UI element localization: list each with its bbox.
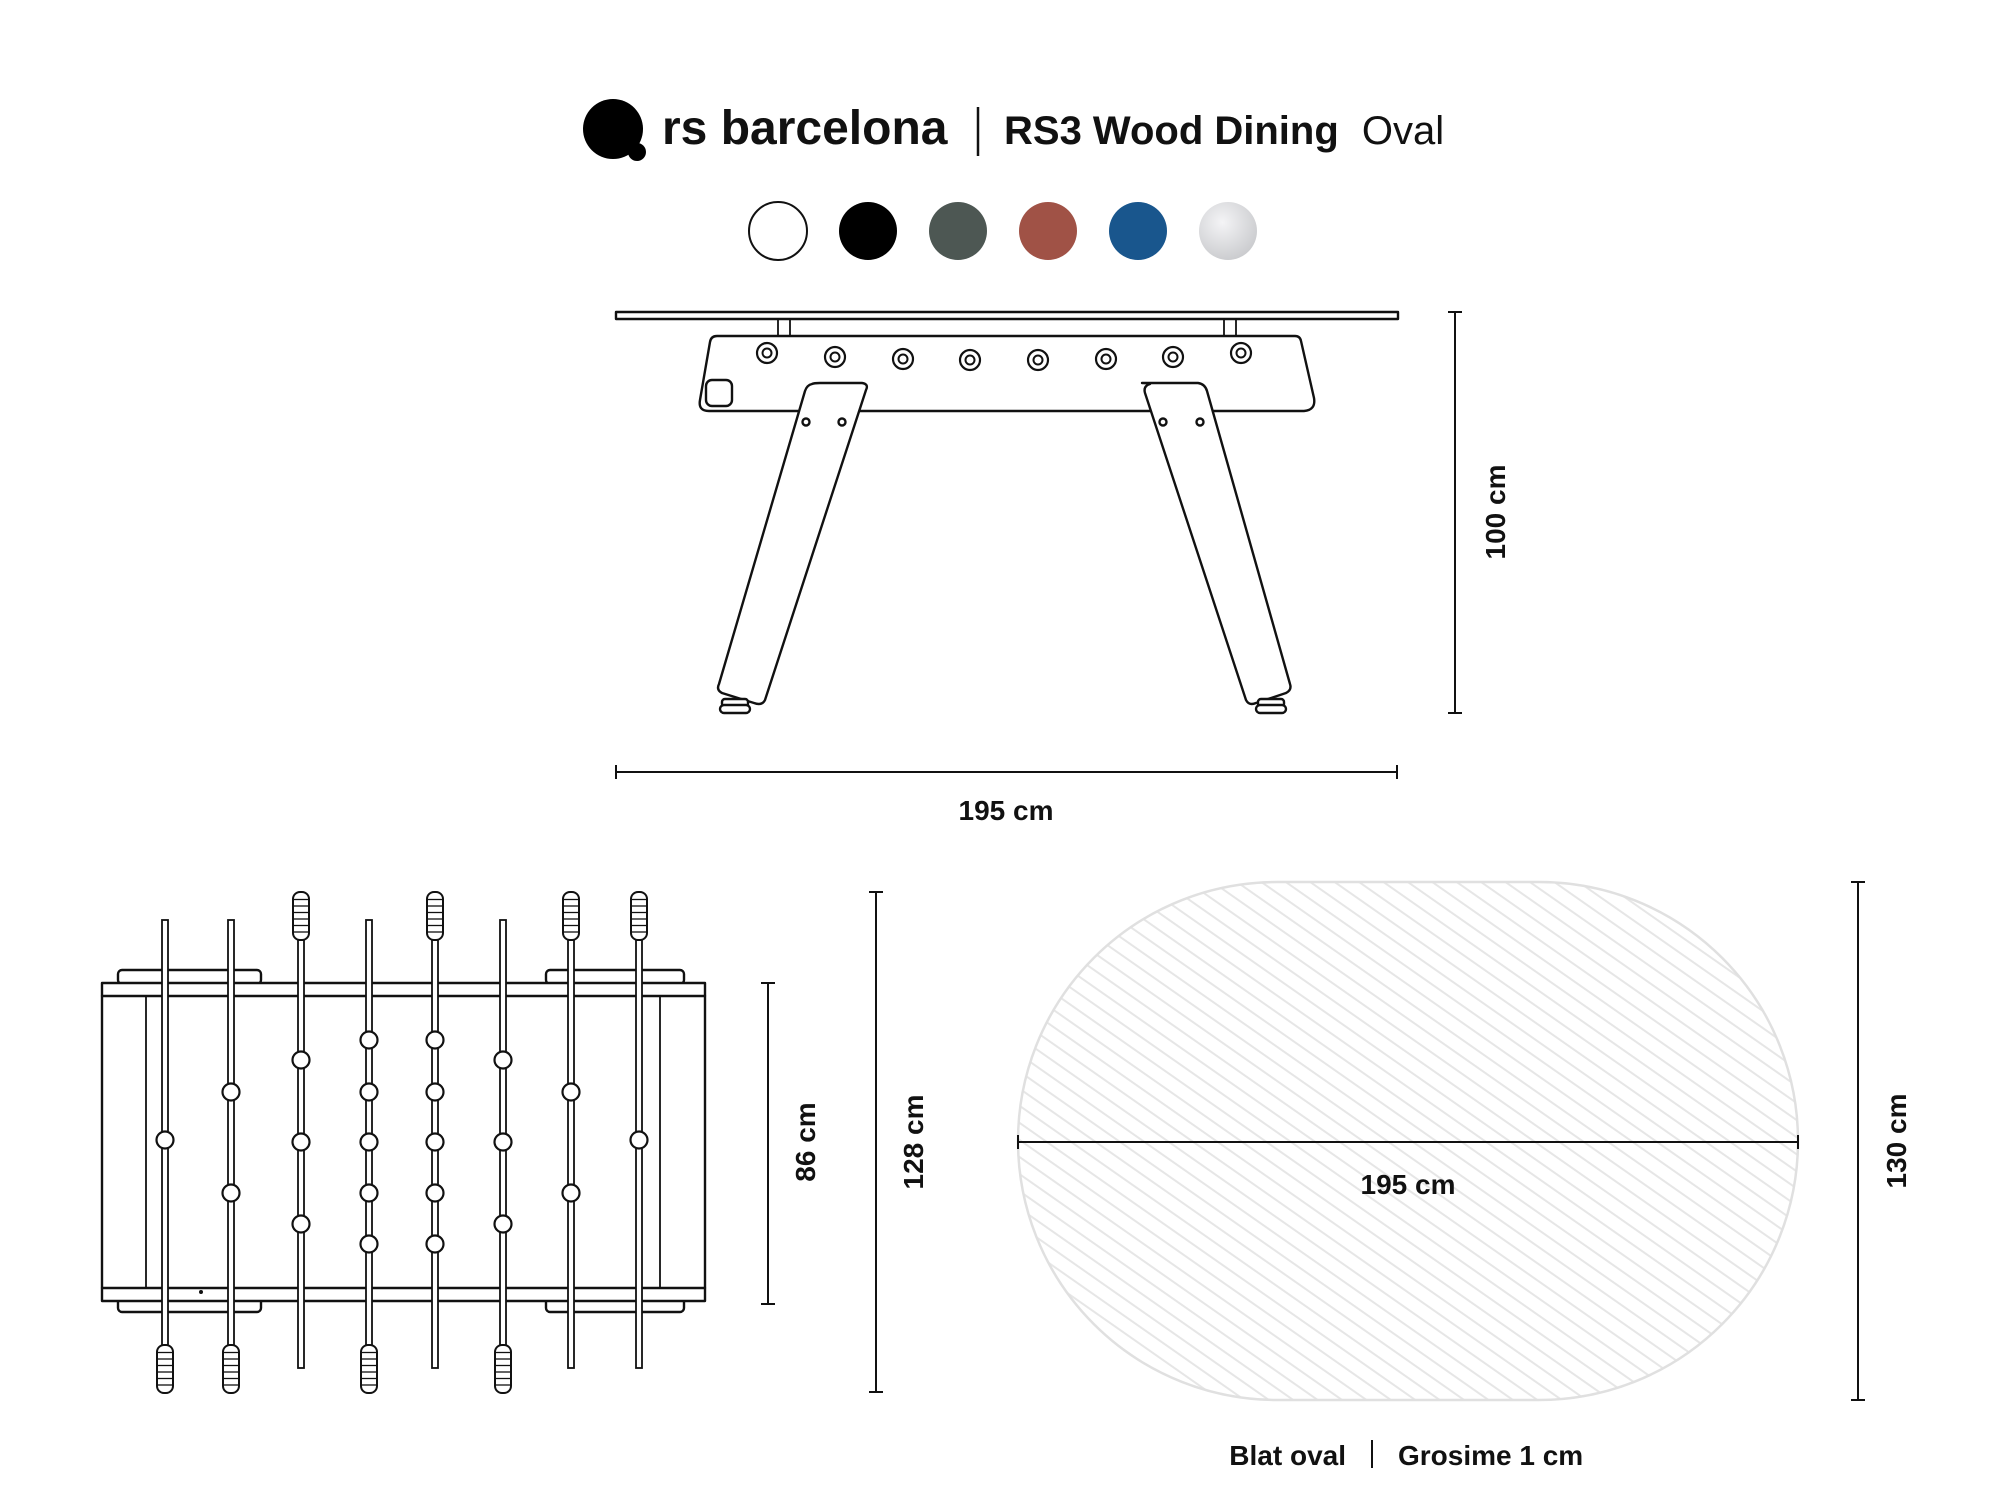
foosball-player	[359, 1030, 379, 1050]
rs-barcelona-logo-icon	[583, 99, 646, 161]
foosball-player	[561, 1183, 581, 1203]
left-leg	[716, 381, 869, 706]
rod-bushing-inner	[1032, 354, 1044, 366]
color-swatch-light-grey[interactable]	[1199, 202, 1257, 260]
top-shape-label: Blat oval	[1229, 1440, 1346, 1471]
foosball-player	[425, 1234, 445, 1254]
foosball-player	[359, 1234, 379, 1254]
foosball-player	[561, 1082, 581, 1102]
side-view-width-dimension: 195 cm	[615, 765, 1398, 826]
foosball-player	[221, 1082, 241, 1102]
foosball-rod[interactable]	[561, 891, 581, 1369]
foosball-rod[interactable]	[425, 891, 445, 1369]
foosball-rod[interactable]	[629, 891, 649, 1369]
foosball-player	[291, 1132, 311, 1152]
right-leg	[1140, 381, 1292, 706]
rod-handle[interactable]	[222, 1344, 240, 1394]
oval-length-label: 195 cm	[1361, 1169, 1456, 1200]
foosball-player	[493, 1214, 513, 1234]
width-label: 195 cm	[959, 795, 1054, 826]
product-name: RS3 Wood Dining	[1004, 109, 1339, 153]
oval-width-label: 130 cm	[1881, 1094, 1912, 1189]
goal-opening	[704, 378, 734, 408]
foosball-player	[221, 1183, 241, 1203]
side-view-height-dimension: 100 cm	[1448, 311, 1511, 714]
color-swatch-blue[interactable]	[1109, 202, 1167, 260]
footer-caption: Blat oval Grosime 1 cm	[1229, 1440, 1583, 1471]
leg-screws	[801, 417, 1205, 427]
depth-with-rods-dimension: 128 cm	[869, 891, 929, 1393]
oval-width-dimension: 130 cm	[1851, 881, 1912, 1401]
leveling-feet	[718, 697, 1288, 715]
rod-bushing-inner	[897, 353, 909, 365]
depth-with-rods-label: 128 cm	[898, 1095, 929, 1190]
rod-handle[interactable]	[426, 891, 444, 941]
product-variant: Oval	[1362, 109, 1444, 153]
rod-bushing-inner	[1100, 353, 1112, 365]
foosball-rod[interactable]	[155, 919, 175, 1394]
rod-bushing-inner	[1167, 351, 1179, 363]
product-title: RS3 Wood Dining Oval	[1004, 109, 1444, 153]
rod-handle[interactable]	[494, 1344, 512, 1394]
foosball-cabinet	[698, 334, 1316, 413]
rod-handle[interactable]	[630, 891, 648, 941]
top-thickness-label: Grosime 1 cm	[1398, 1440, 1583, 1471]
rod-bushing-inner	[964, 354, 976, 366]
side-view-drawing	[614, 310, 1400, 715]
foosball-player	[155, 1130, 175, 1150]
color-swatch-terracotta[interactable]	[1019, 202, 1077, 260]
foosball-rod[interactable]	[221, 919, 241, 1394]
oval-table-top: 195 cm	[1016, 880, 1800, 1402]
foosball-player	[493, 1132, 513, 1152]
rod-handle[interactable]	[562, 891, 580, 941]
color-swatch-dark-grey[interactable]	[929, 202, 987, 260]
foosball-rods	[155, 891, 649, 1394]
foosball-rod[interactable]	[359, 919, 379, 1394]
foosball-player	[425, 1082, 445, 1102]
playing-field	[100, 981, 707, 1303]
foosball-player	[425, 1132, 445, 1152]
color-swatch-black[interactable]	[839, 202, 897, 260]
color-swatch-white[interactable]	[748, 201, 808, 261]
top-supports	[777, 318, 1237, 337]
foosball-player	[359, 1082, 379, 1102]
height-label: 100 cm	[1480, 465, 1511, 560]
foosball-player	[359, 1183, 379, 1203]
rod-handle[interactable]	[292, 891, 310, 941]
foosball-player	[493, 1050, 513, 1070]
rod-bushing-inner	[1235, 347, 1247, 359]
top-view-drawing	[100, 891, 707, 1394]
depth-label: 86 cm	[790, 1102, 821, 1181]
foosball-player	[291, 1214, 311, 1234]
brand-name: rs barcelona	[662, 102, 948, 155]
color-swatches	[748, 201, 1257, 261]
rod-bushings	[755, 341, 1253, 372]
foosball-player	[425, 1030, 445, 1050]
rod-handle[interactable]	[156, 1344, 174, 1394]
rod-handle[interactable]	[360, 1344, 378, 1394]
rod-bushing-inner	[829, 351, 841, 363]
foosball-player	[291, 1050, 311, 1070]
header: rs barcelona RS3 Wood Dining Oval	[583, 99, 1444, 161]
foosball-rod[interactable]	[291, 891, 311, 1369]
depth-dimension: 86 cm	[761, 982, 821, 1305]
table-top-side	[614, 310, 1400, 321]
foosball-rod[interactable]	[493, 919, 513, 1394]
foosball-player	[359, 1132, 379, 1152]
foosball-player	[425, 1183, 445, 1203]
rod-bushing-inner	[761, 347, 773, 359]
foosball-player	[629, 1130, 649, 1150]
